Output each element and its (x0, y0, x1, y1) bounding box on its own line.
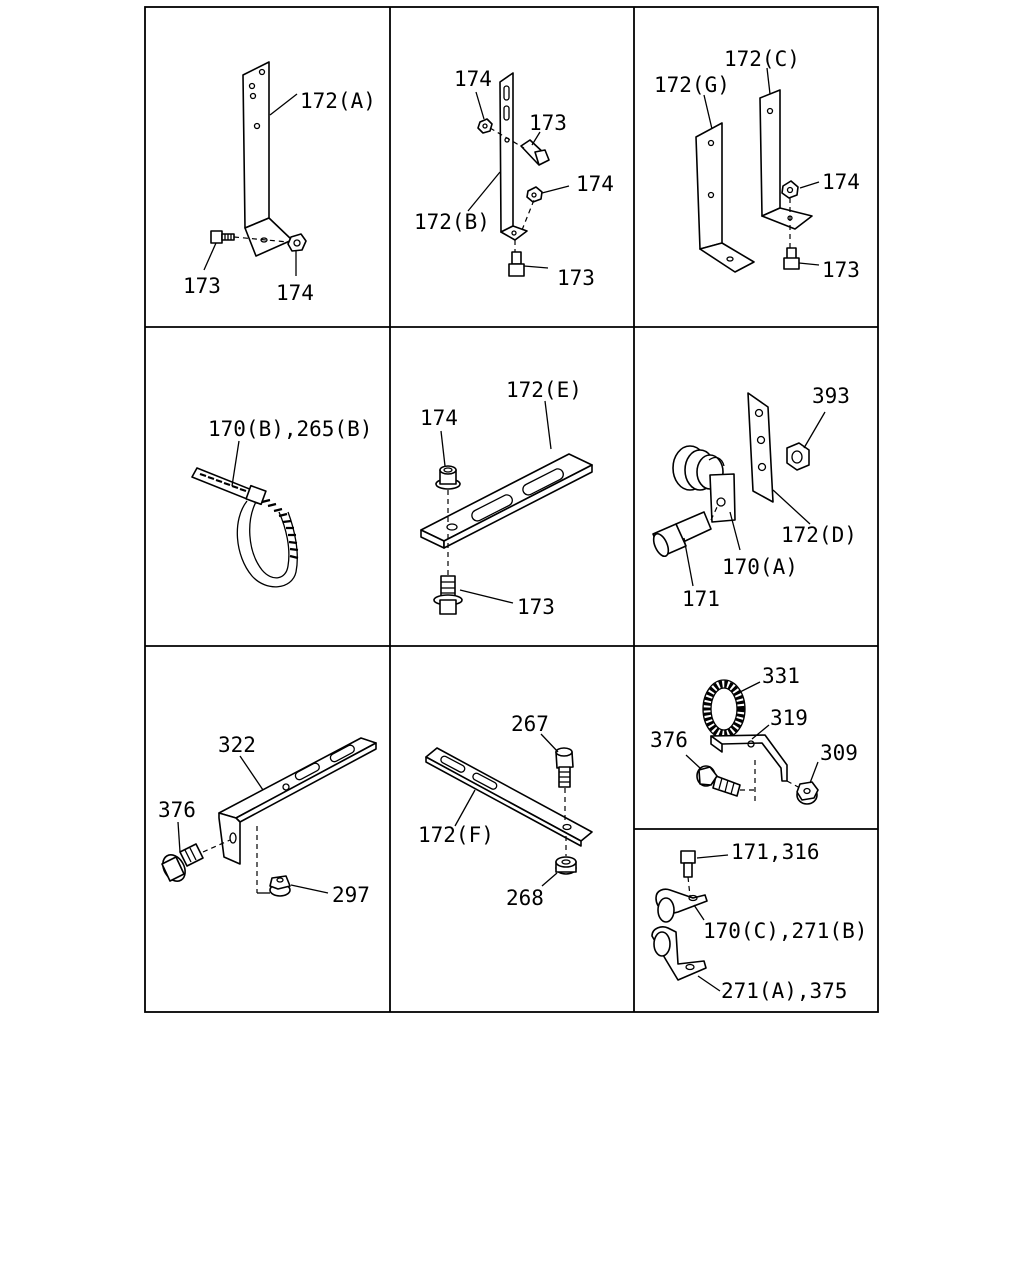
panel-grid (144, 6, 879, 1013)
label: 171,316 (731, 840, 820, 864)
label: 170(C),271(B) (703, 919, 867, 943)
bracket-319 (710, 734, 788, 782)
label: 376 (650, 728, 688, 752)
cable-tie (191, 467, 299, 588)
clamp-170a (672, 445, 736, 523)
label: 268 (506, 886, 544, 910)
panel-322: 322 376 297 (158, 733, 377, 907)
nut-174 (477, 118, 493, 134)
label: 173 (557, 266, 595, 290)
flange-bolt-376 (696, 765, 741, 797)
label: 172(E) (506, 378, 582, 402)
bolt-173 (520, 139, 550, 166)
label: 170(A) (722, 555, 798, 579)
label: 319 (770, 706, 808, 730)
label: 271(A),375 (721, 979, 847, 1003)
label: 267 (511, 712, 549, 736)
panel-331-319: 331 319 376 309 (650, 664, 858, 805)
label: 174 (454, 67, 492, 91)
panel-172b: 174 173 174 172(B) 173 (414, 67, 614, 290)
panel-171-316: 171,316 170(C),271(B) 271(A),375 (651, 840, 867, 1003)
label: 393 (812, 384, 850, 408)
panel-172a: 172(A) 173 174 (183, 61, 376, 305)
label: 172(D) (781, 523, 857, 547)
panel-172e: 172(E) 174 173 (420, 378, 593, 619)
label: 174 (822, 170, 860, 194)
label: 172(C) (724, 47, 800, 71)
label: 331 (762, 664, 800, 688)
bracket-172e (420, 453, 593, 549)
label: 172(G) (654, 73, 730, 97)
label: 171 (682, 587, 720, 611)
label: 173 (517, 595, 555, 619)
clip-170c-271b (655, 888, 708, 923)
nut-174 (781, 180, 799, 199)
label: 172(B) (414, 210, 490, 234)
bolt-173b (508, 251, 525, 277)
bolt-171-316 (680, 850, 696, 878)
bracket-172g (695, 122, 755, 273)
label: 172(A) (300, 89, 376, 113)
panel-172f: 267 172(F) 268 (418, 712, 593, 910)
flange-bolt-376 (161, 843, 204, 882)
label: 174 (420, 406, 458, 430)
label: 174 (276, 281, 314, 305)
panel-172c-172g: 172(C) 172(G) 174 173 (654, 47, 860, 282)
label: 322 (218, 733, 256, 757)
flange-nut-309 (796, 781, 819, 805)
flange-nut-297 (269, 875, 291, 897)
bolt-173 (210, 230, 235, 244)
bracket-172a (242, 61, 293, 257)
flange-nut-174 (435, 465, 461, 490)
clamp-band-331 (702, 679, 746, 739)
label: 173 (183, 274, 221, 298)
clip-271a-375 (651, 926, 707, 981)
flange-bolt-173 (433, 575, 463, 615)
label: 297 (332, 883, 370, 907)
nut-268 (555, 856, 577, 875)
label: 172(F) (418, 823, 494, 847)
plate-172d (747, 392, 774, 503)
label: 170(B),265(B) (208, 417, 372, 441)
label: 173 (822, 258, 860, 282)
panel-170a: 393 172(D) 170(A) 171 (652, 384, 857, 611)
panel-170b-265b: 170(B),265(B) (191, 417, 372, 588)
nut-174 (287, 233, 307, 252)
bracket-172f (425, 747, 593, 847)
bracket-322 (218, 737, 377, 865)
bolt-173 (783, 247, 800, 270)
label: 173 (529, 111, 567, 135)
bracket-172b (499, 72, 528, 241)
label: 309 (820, 741, 858, 765)
bracket-172c (759, 89, 813, 230)
bolt-267 (555, 747, 574, 788)
nut-174b (526, 186, 543, 203)
label: 376 (158, 798, 196, 822)
nut-393 (786, 442, 810, 471)
bolt-171 (652, 511, 712, 558)
label: 174 (576, 172, 614, 196)
